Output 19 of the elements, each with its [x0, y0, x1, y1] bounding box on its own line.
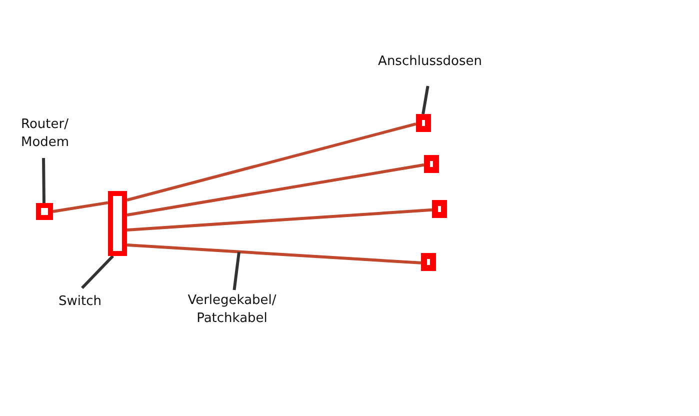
switch-symbol — [108, 191, 127, 256]
callout-label: Anschlussdosen — [378, 53, 482, 71]
leader-line — [232, 252, 240, 290]
callout-label: Verlegekabel/ Patchkabel — [186, 292, 278, 328]
socket-symbol — [416, 114, 431, 132]
socket-symbol — [421, 253, 436, 271]
callout-label: Switch — [58, 293, 102, 311]
cable-line — [126, 163, 424, 217]
router-symbol — [36, 203, 53, 220]
leader-line — [42, 158, 46, 204]
cable-line — [126, 243, 422, 264]
socket-symbol — [432, 200, 447, 218]
cable-line — [52, 201, 108, 213]
cable-line — [126, 122, 416, 202]
callout-label: Router/ Modem — [21, 116, 70, 152]
leader-line — [81, 254, 114, 290]
socket-symbol — [424, 155, 439, 173]
cable-line — [126, 208, 432, 232]
leader-line — [422, 86, 430, 114]
